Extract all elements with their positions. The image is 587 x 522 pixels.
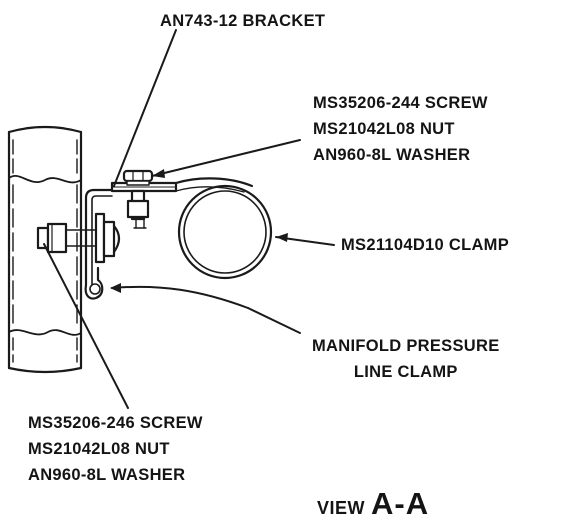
top-hardware-screw: MS35206-244 SCREW <box>313 94 488 112</box>
arrowheads <box>110 169 288 293</box>
top-hardware-washer: AN960-8L WASHER <box>313 146 471 164</box>
top-hardware-label: MS35206-244 SCREW MS21042L08 NUT AN960-8… <box>313 90 488 168</box>
top-screw-assembly <box>122 169 154 229</box>
top-hardware-nut: MS21042L08 NUT <box>313 120 455 138</box>
view-name: A-A <box>371 486 430 521</box>
bottom-hardware-nut: MS21042L08 NUT <box>28 440 170 458</box>
manifold-line-clamp <box>84 266 104 300</box>
clamp-label: MS21104D10 CLAMP <box>341 236 510 254</box>
bottom-hardware-label: MS35206-246 SCREW MS21042L08 NUT AN960-8… <box>28 410 203 488</box>
view-prefix: VIEW <box>317 498 366 518</box>
side-nut-washer <box>94 212 121 264</box>
leader-lines <box>43 29 335 409</box>
manifold-clamp-line1: MANIFOLD PRESSURE <box>312 337 500 355</box>
bottom-hardware-washer: AN960-8L WASHER <box>28 466 186 484</box>
structural-tube <box>7 125 83 374</box>
manifold-clamp-label: MANIFOLD PRESSURE LINE CLAMP <box>312 333 500 385</box>
side-bolt <box>36 222 97 254</box>
bracket-label: AN743-12 BRACKET <box>160 12 326 30</box>
manifold-clamp-line2: LINE CLAMP <box>353 363 458 381</box>
bottom-hardware-screw: MS35206-246 SCREW <box>28 414 203 432</box>
ms21104d10-clamp <box>174 177 273 280</box>
